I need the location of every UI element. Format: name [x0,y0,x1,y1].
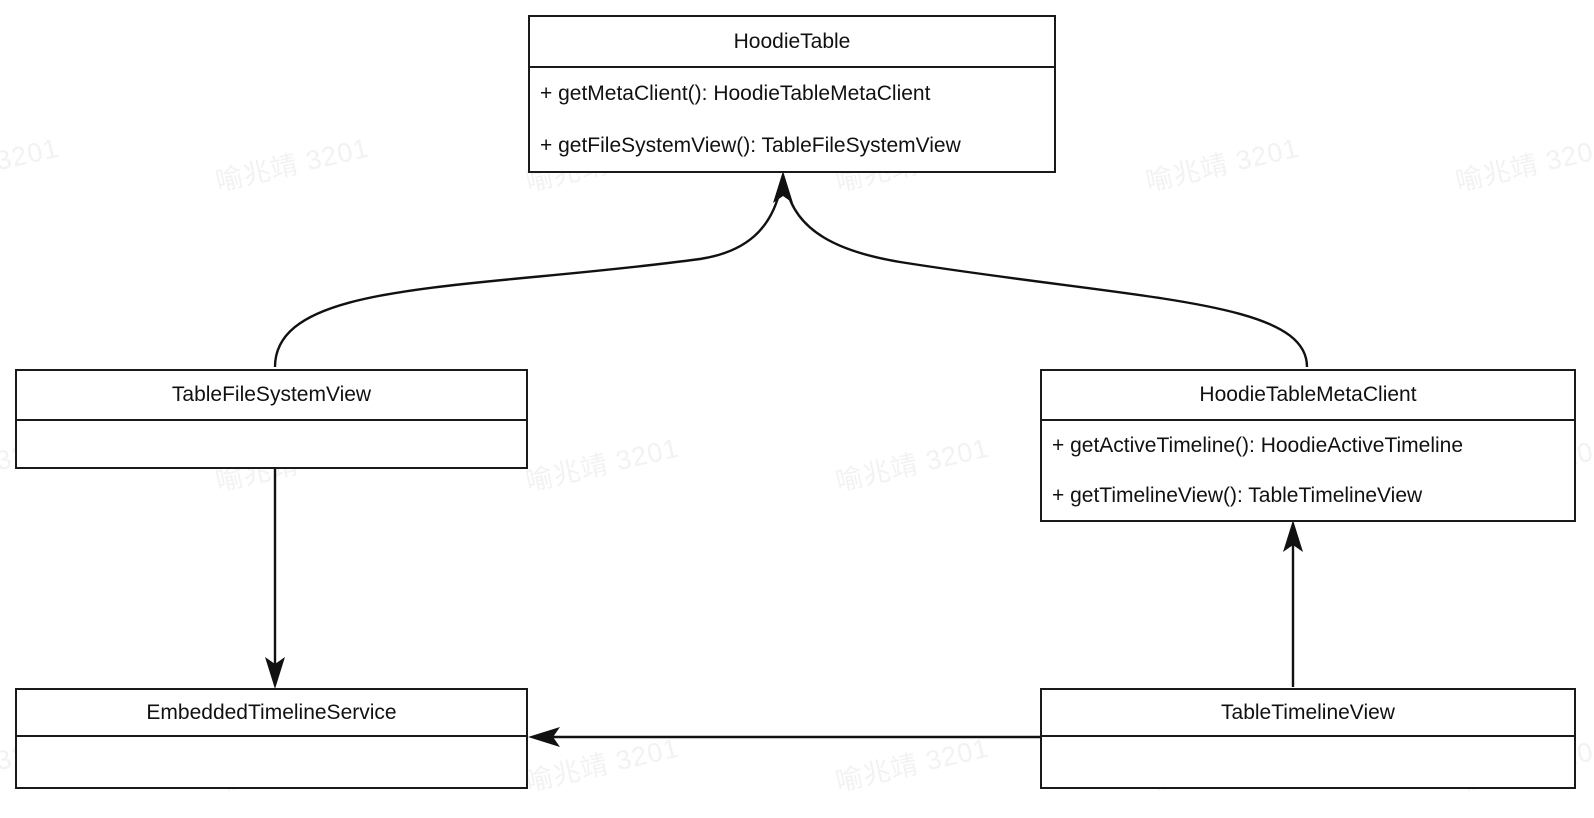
class-box-table-timeline-view[interactable]: TableTimelineView [1040,688,1576,789]
arrowhead-timeline-view-to-embedded-timeline [528,727,560,747]
class-name-hoodie-table-meta-client: HoodieTableMetaClient [1042,371,1574,421]
class-members-hoodie-table: + getMetaClient(): HoodieTableMetaClient… [530,68,1054,171]
watermark-text: 喻兆靖 3201 [522,732,683,798]
class-box-hoodie-table[interactable]: HoodieTable + getMetaClient(): HoodieTab… [528,15,1056,173]
class-name-table-timeline-view: TableTimelineView [1042,690,1574,737]
edge-fs-view-to-hoodie-table [273,185,783,368]
class-members-embedded-timeline-service [17,737,526,787]
class-box-table-file-system-view[interactable]: TableFileSystemView [15,369,528,469]
arrowhead-fs-view-to-embedded-timeline [265,657,285,689]
watermark-text: 喻兆靖 3201 [212,132,373,198]
watermark-text: 喻兆靖 3201 [832,432,993,498]
arrowhead-timeline-view-to-meta-client [1283,520,1303,552]
arrowhead-fs-view-to-hoodie-table [773,171,793,203]
watermark-text: 喻兆靖 3201 [1142,132,1303,198]
class-member: + getFileSystemView(): TableFileSystemVi… [540,133,961,157]
edge-meta-client-to-hoodie-table [784,185,1309,368]
class-member: + getMetaClient(): HoodieTableMetaClient [540,82,931,106]
watermark-text: 喻兆靖 3201 [832,732,993,798]
class-members-hoodie-table-meta-client: + getActiveTimeline(): HoodieActiveTimel… [1042,421,1574,520]
class-members-table-timeline-view [1042,737,1574,787]
watermark-text: 喻兆靖 3201 [1452,132,1594,198]
watermark-text: 喻兆靖 3201 [0,132,63,197]
class-box-embedded-timeline-service[interactable]: EmbeddedTimelineService [15,688,528,789]
class-members-table-file-system-view [17,421,526,467]
class-name-embedded-timeline-service: EmbeddedTimelineService [17,690,526,737]
class-member: + getActiveTimeline(): HoodieActiveTimel… [1052,434,1464,458]
watermark-text: 喻兆靖 3201 [522,432,683,498]
class-name-table-file-system-view: TableFileSystemView [17,371,526,421]
class-box-hoodie-table-meta-client[interactable]: HoodieTableMetaClient + getActiveTimelin… [1040,369,1576,522]
class-name-hoodie-table: HoodieTable [530,17,1054,68]
class-member: + getTimelineView(): TableTimelineView [1052,483,1423,507]
